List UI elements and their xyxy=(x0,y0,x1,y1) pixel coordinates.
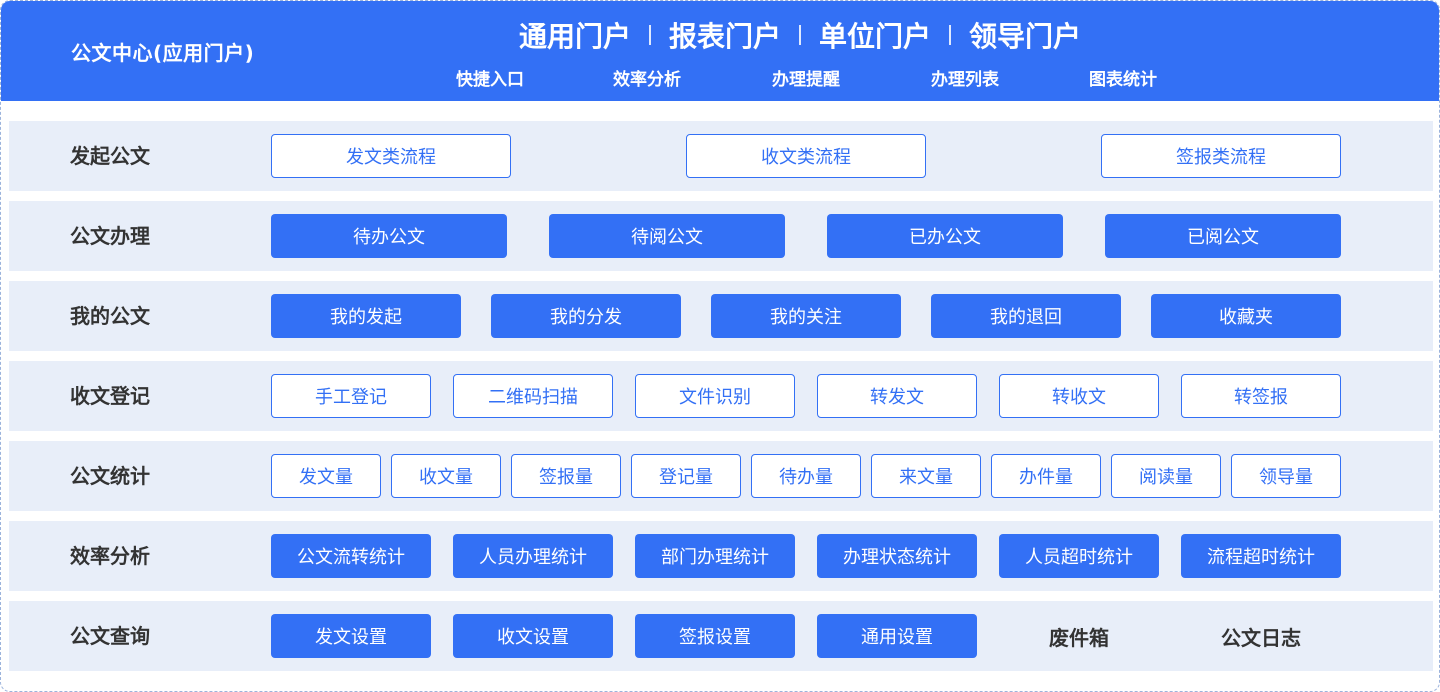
quick-nav: 快捷入口 效率分析 办理提醒 办理列表 图表统计 xyxy=(1,65,1439,90)
portal-tab-leader[interactable]: 领导门户 xyxy=(969,20,1082,53)
portal-tab-report[interactable]: 报表门户 xyxy=(669,20,782,53)
my-initiated-button[interactable]: 我的发起 xyxy=(271,294,461,338)
row-efficiency: 效率分析 公文流转统计 人员办理统计 部门办理统计 办理状态统计 人员超时统计 … xyxy=(9,521,1433,591)
receive-settings-button[interactable]: 收文设置 xyxy=(453,614,613,658)
row-registration: 收文登记 手工登记 二维码扫描 文件识别 转发文 转收文 转签报 xyxy=(9,361,1433,431)
row-label: 公文查询 xyxy=(70,624,150,648)
dispatch-flow-button[interactable]: 发文类流程 xyxy=(271,134,511,178)
dept-handling-stats-button[interactable]: 部门办理统计 xyxy=(635,534,795,578)
quick-nav-charts[interactable]: 图表统计 xyxy=(1089,70,1157,90)
register-count-button[interactable]: 登记量 xyxy=(631,454,741,498)
row-handling: 公文办理 待办公文 待阅公文 已办公文 已阅公文 xyxy=(9,201,1433,271)
my-returned-button[interactable]: 我的退回 xyxy=(931,294,1121,338)
pending-docs-button[interactable]: 待办公文 xyxy=(271,214,507,258)
read-docs-button[interactable]: 已阅公文 xyxy=(1105,214,1341,258)
read-count-button[interactable]: 阅读量 xyxy=(1111,454,1221,498)
row-label: 我的公文 xyxy=(70,304,150,328)
to-dispatch-button[interactable]: 转发文 xyxy=(817,374,977,418)
row-label: 公文统计 xyxy=(70,464,150,488)
quick-nav-list[interactable]: 办理列表 xyxy=(931,70,999,90)
qr-scan-button[interactable]: 二维码扫描 xyxy=(453,374,613,418)
trash-bin-link[interactable]: 废件箱 xyxy=(1049,625,1109,650)
my-distributed-button[interactable]: 我的分发 xyxy=(491,294,681,338)
portal-tab-general[interactable]: 通用门户 xyxy=(519,20,632,53)
to-read-docs-button[interactable]: 待阅公文 xyxy=(549,214,785,258)
favorites-button[interactable]: 收藏夹 xyxy=(1151,294,1341,338)
portal-separator xyxy=(649,25,652,45)
receive-count-button[interactable]: 收文量 xyxy=(391,454,501,498)
done-docs-button[interactable]: 已办公文 xyxy=(827,214,1063,258)
quick-nav-shortcuts[interactable]: 快捷入口 xyxy=(456,70,524,90)
staff-handling-stats-button[interactable]: 人员办理统计 xyxy=(453,534,613,578)
quick-nav-reminders[interactable]: 办理提醒 xyxy=(772,70,840,90)
dispatch-count-button[interactable]: 发文量 xyxy=(271,454,381,498)
pending-count-button[interactable]: 待办量 xyxy=(751,454,861,498)
row-label: 收文登记 xyxy=(70,384,150,408)
to-receive-button[interactable]: 转收文 xyxy=(999,374,1159,418)
staff-overdue-stats-button[interactable]: 人员超时统计 xyxy=(999,534,1159,578)
quick-nav-efficiency[interactable]: 效率分析 xyxy=(613,70,681,90)
row-initiate: 发起公文 发文类流程 收文类流程 签报类流程 xyxy=(9,121,1433,191)
flow-overdue-stats-button[interactable]: 流程超时统计 xyxy=(1181,534,1341,578)
row-label: 公文办理 xyxy=(70,224,150,248)
row-query: 公文查询 发文设置 收文设置 签报设置 通用设置 废件箱 公文日志 xyxy=(9,601,1433,671)
portal-separator xyxy=(799,25,802,45)
dispatch-settings-button[interactable]: 发文设置 xyxy=(271,614,431,658)
incoming-count-button[interactable]: 来文量 xyxy=(871,454,981,498)
header-bar: 公文中心(应用门户) 通用门户 报表门户 单位门户 领导门户 快捷入口 效率分析… xyxy=(1,1,1439,101)
doc-log-link[interactable]: 公文日志 xyxy=(1221,625,1301,650)
sign-report-flow-button[interactable]: 签报类流程 xyxy=(1101,134,1341,178)
sign-report-settings-button[interactable]: 签报设置 xyxy=(635,614,795,658)
leader-count-button[interactable]: 领导量 xyxy=(1231,454,1341,498)
manual-register-button[interactable]: 手工登记 xyxy=(271,374,431,418)
sign-report-count-button[interactable]: 签报量 xyxy=(511,454,621,498)
row-my-docs: 我的公文 我的发起 我的分发 我的关注 我的退回 收藏夹 xyxy=(9,281,1433,351)
portal-separator xyxy=(949,25,952,45)
file-recognition-button[interactable]: 文件识别 xyxy=(635,374,795,418)
receive-flow-button[interactable]: 收文类流程 xyxy=(686,134,926,178)
my-followed-button[interactable]: 我的关注 xyxy=(711,294,901,338)
to-sign-report-button[interactable]: 转签报 xyxy=(1181,374,1341,418)
cases-count-button[interactable]: 办件量 xyxy=(991,454,1101,498)
general-settings-button[interactable]: 通用设置 xyxy=(817,614,977,658)
portal-tab-unit[interactable]: 单位门户 xyxy=(819,20,932,53)
app-title: 公文中心(应用门户) xyxy=(71,41,255,65)
row-label: 发起公文 xyxy=(70,144,150,168)
row-statistics: 公文统计 发文量 收文量 签报量 登记量 待办量 来文量 办件量 阅读量 领导量 xyxy=(9,441,1433,511)
row-label: 效率分析 xyxy=(70,544,150,568)
status-stats-button[interactable]: 办理状态统计 xyxy=(817,534,977,578)
doc-flow-stats-button[interactable]: 公文流转统计 xyxy=(271,534,431,578)
